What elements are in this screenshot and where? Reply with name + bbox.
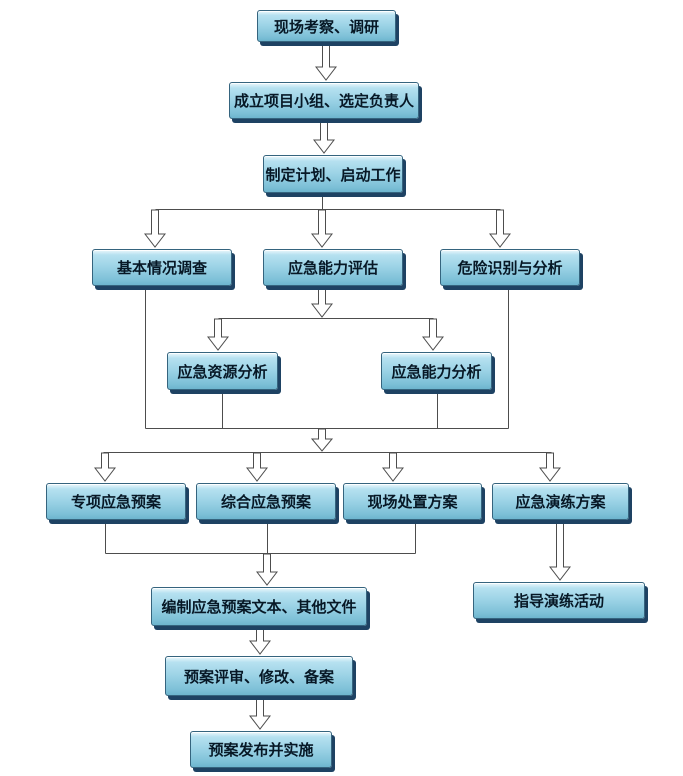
- flow-box-label: 专项应急预案: [70, 493, 161, 511]
- flow-box-label: 现场考察、调研: [273, 17, 379, 36]
- down-arrow: [245, 452, 269, 482]
- flow-box-label: 综合应急预案: [220, 493, 311, 511]
- flow-box-label: 应急能力分析: [391, 362, 482, 381]
- flow-box-resource-analysis: 应急资源分析: [167, 352, 278, 390]
- down-arrow: [255, 553, 279, 586]
- flow-box-review-revise: 预案评审、修改、备案: [165, 656, 353, 696]
- down-arrow: [548, 520, 572, 581]
- flow-box-guide-drill: 指导演练活动: [473, 582, 645, 619]
- flow-box-label: 应急资源分析: [177, 362, 268, 381]
- flow-box-label: 基本情况调查: [116, 259, 207, 277]
- flow-box-make-plan: 制定计划、启动工作: [263, 155, 403, 193]
- flow-box-capability-analysis: 应急能力分析: [381, 352, 492, 390]
- flow-box-capability-assess: 应急能力评估: [263, 249, 403, 286]
- flow-box-drill-plan: 应急演练方案: [492, 483, 629, 520]
- flow-box-site-survey: 现场考察、调研: [257, 10, 396, 42]
- down-arrow: [421, 318, 445, 351]
- down-arrow: [310, 428, 334, 452]
- flow-box-compile-docs: 编制应急预案文本、其他文件: [151, 587, 367, 626]
- down-arrow: [206, 318, 230, 351]
- down-arrow: [143, 209, 167, 248]
- flow-box-label: 成立项目小组、选定负责人: [233, 92, 414, 110]
- down-arrow: [538, 452, 562, 482]
- down-arrow: [248, 626, 272, 655]
- flow-box-label: 预案评审、修改、备案: [183, 667, 334, 686]
- down-arrow: [314, 42, 338, 81]
- flow-box-special-plan: 专项应急预案: [46, 483, 186, 520]
- flow-box-label: 应急能力评估: [287, 259, 378, 277]
- flow-box-hazard-id: 危险识别与分析: [440, 249, 580, 286]
- down-arrow: [381, 452, 405, 482]
- flow-box-label: 预案发布并实施: [208, 741, 314, 759]
- flow-box-label: 制定计划、启动工作: [265, 165, 401, 184]
- flow-box-label: 编制应急预案文本、其他文件: [161, 598, 357, 616]
- down-arrow: [248, 696, 272, 730]
- flow-box-onsite-plan: 现场处置方案: [343, 483, 482, 520]
- flow-box-form-team: 成立项目小组、选定负责人: [229, 82, 419, 119]
- down-arrow: [310, 286, 334, 318]
- flow-box-label: 危险识别与分析: [457, 259, 563, 277]
- flow-box-label: 应急演练方案: [515, 493, 606, 511]
- down-arrow: [310, 209, 334, 248]
- flow-box-label: 指导演练活动: [513, 592, 604, 610]
- flow-box-publish-implement: 预案发布并实施: [190, 731, 332, 768]
- down-arrow: [93, 452, 117, 482]
- flow-box-basic-survey: 基本情况调查: [92, 249, 232, 286]
- flow-box-comprehensive-plan: 综合应急预案: [196, 483, 336, 520]
- down-arrow: [488, 209, 512, 248]
- down-arrow: [312, 119, 336, 154]
- flow-box-label: 现场处置方案: [367, 493, 458, 511]
